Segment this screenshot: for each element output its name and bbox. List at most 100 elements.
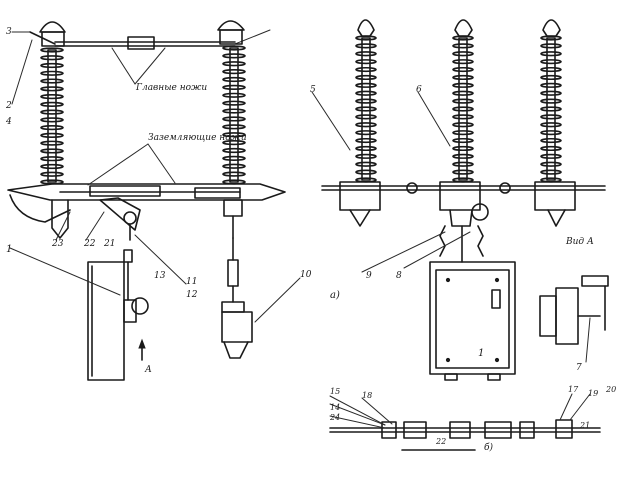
insulator-rib [355, 114, 377, 120]
insulator-rib [222, 155, 246, 161]
insulator-rib [355, 106, 377, 112]
insulator-rib [222, 124, 246, 130]
insulator-rib [540, 98, 562, 104]
drive-cabinet-right [429, 261, 516, 381]
insulator-rib [355, 98, 377, 104]
insulator-rib [452, 43, 474, 49]
label-9: 9 [366, 271, 372, 281]
insulator-rib [452, 130, 474, 136]
right-panel: 5 6 9 8 7 1 a) Вид А 15 14 24 18 22 б) 1… [310, 19, 616, 453]
insulator-rib [540, 106, 562, 112]
insulator-rib [452, 145, 474, 152]
insulator-rib [452, 66, 474, 73]
chain-links [439, 225, 484, 263]
label-15: 15 [330, 387, 340, 396]
insulator-rib [355, 51, 377, 57]
label-3: 3 [6, 27, 12, 37]
insulator-rib [222, 171, 246, 177]
insulator-rib [452, 169, 474, 175]
insulator-rib [355, 130, 377, 136]
main-knife-bar [29, 29, 271, 50]
insulator-rib [222, 139, 246, 146]
insulator-rib [40, 55, 64, 61]
insulator-rib [222, 69, 246, 75]
insulator-rib [452, 59, 474, 65]
insulator-rib [222, 100, 246, 106]
leaders-left [9, 31, 301, 323]
insulator-rib [540, 145, 562, 152]
insulator-rib [222, 116, 246, 122]
insulator-rib [222, 108, 246, 114]
label-21: 21 [103, 239, 115, 249]
label-1-cabinet: 1 [478, 348, 484, 359]
view-a-title: Вид А [565, 237, 594, 247]
insulator-rib [355, 153, 377, 159]
insulator-rib [40, 163, 64, 170]
insulator-rib [40, 62, 64, 69]
label-20: 20 [605, 385, 616, 394]
leaders-right [311, 91, 591, 429]
insulator-rib [452, 106, 474, 112]
insulator-rib [540, 51, 562, 57]
insulator-rib [355, 43, 377, 49]
insulator-core [47, 49, 57, 183]
insulator-rib [540, 161, 562, 167]
insulator-rib [40, 117, 64, 123]
insulator-rib [540, 169, 562, 175]
insulator-rib [452, 82, 474, 88]
insulator-rib [540, 90, 562, 96]
insulator-rib [40, 171, 64, 177]
insulator-rib [452, 114, 474, 120]
insulator-core [458, 37, 468, 181]
label-1: 1 [6, 244, 12, 255]
insulator-column-r3 [540, 35, 562, 183]
drive-shaft [321, 181, 606, 227]
insulator-rib [452, 98, 474, 104]
insulator-core [229, 47, 239, 183]
label-18: 18 [362, 391, 372, 400]
insulator-rib [355, 82, 377, 88]
insulator-rib [452, 51, 474, 57]
insulator-core [546, 37, 556, 181]
label-b-figure: б) [484, 442, 493, 453]
insulator-column-r2 [452, 35, 474, 183]
insulator-column-r1 [355, 35, 377, 183]
insulator-rib [222, 53, 246, 59]
insulator-rib [222, 92, 246, 98]
insulator-rib [540, 59, 562, 65]
label-6: 6 [416, 85, 422, 95]
insulator-rib [40, 93, 64, 100]
insulator-rib [540, 137, 562, 144]
label-7: 7 [576, 363, 582, 373]
insulator-rib [540, 130, 562, 136]
insulator-rib [452, 137, 474, 144]
insulator-rib [452, 161, 474, 167]
label-a-figure: a) [330, 290, 340, 301]
insulator-rib [40, 148, 64, 154]
insulator-rib [40, 70, 64, 76]
insulator-rib [355, 137, 377, 144]
insulator-rib [40, 86, 64, 92]
insulator-rib [222, 84, 246, 91]
insulator-rib [355, 74, 377, 81]
insulator-rib [40, 47, 64, 53]
insulator-rib [540, 74, 562, 81]
label-5: 5 [310, 85, 316, 95]
insulator-rib [222, 76, 246, 83]
drive-cabinet-left [87, 249, 149, 381]
insulator-rib [222, 163, 246, 169]
insulator-rib [40, 132, 64, 139]
insulator-rib [355, 122, 377, 128]
label-21-bottom: 21 [579, 421, 590, 430]
view-a-detail [539, 275, 609, 363]
insulator-rib [540, 122, 562, 128]
insulator-column-left [40, 47, 64, 185]
label-10: 10 [300, 270, 312, 280]
insulator-rib [222, 147, 246, 154]
insulator-rib [355, 66, 377, 73]
insulator-rib [222, 61, 246, 67]
insulator-rib [540, 114, 562, 120]
label-23: 23 [51, 239, 64, 249]
label-19: 19 [588, 389, 598, 398]
